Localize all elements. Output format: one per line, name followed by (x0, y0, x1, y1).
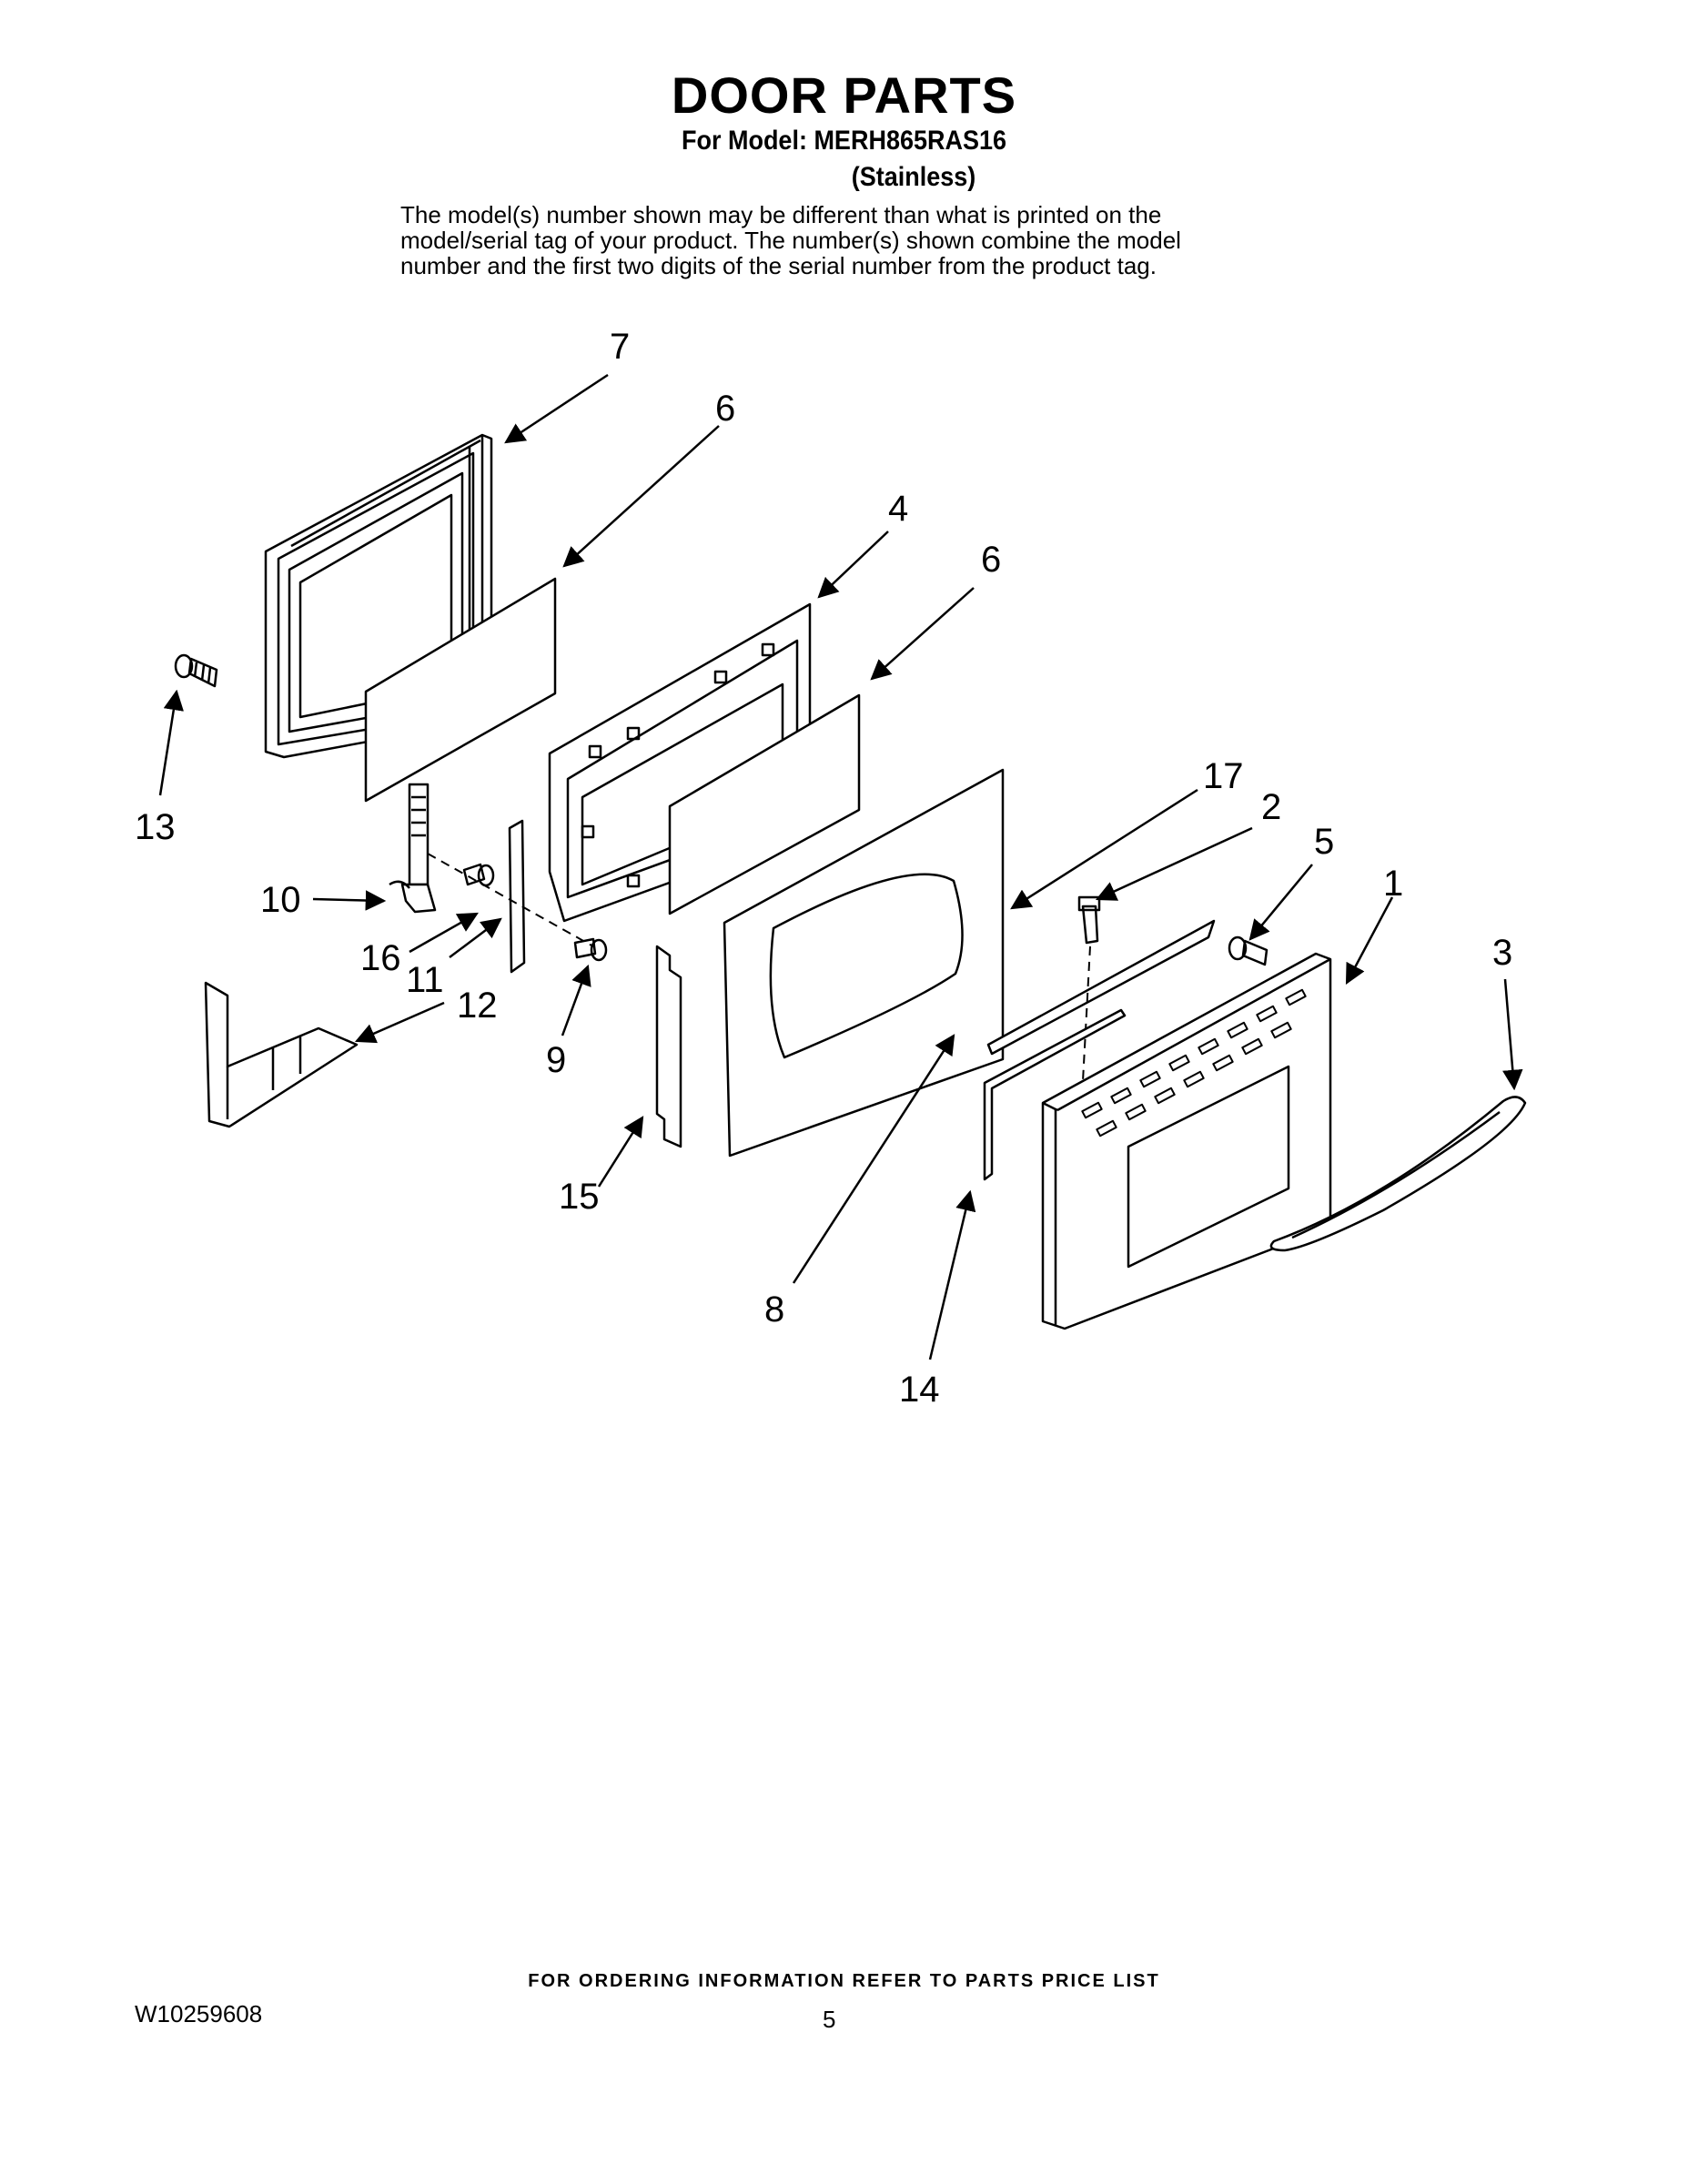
part-12-bottom-trim (204, 981, 359, 1128)
part-17-vent-strip (986, 919, 1216, 1056)
callout-4: 4 (888, 489, 908, 529)
callout-8: 8 (764, 1289, 784, 1330)
callout-1: 1 (1383, 864, 1403, 904)
ordering-note: FOR ORDERING INFORMATION REFER TO PARTS … (528, 1971, 1160, 1991)
callout-15: 15 (559, 1177, 600, 1217)
callout-9: 9 (546, 1040, 566, 1080)
callout-14: 14 (899, 1370, 940, 1410)
callout-13: 13 (135, 807, 176, 847)
callout-2: 2 (1261, 787, 1281, 827)
part-3-handle (1269, 1096, 1527, 1252)
callout-7: 7 (610, 327, 630, 367)
callout-10: 10 (260, 880, 301, 920)
callout-16: 16 (360, 938, 401, 978)
part-11-screw (462, 863, 495, 887)
part-14-gasket (983, 1008, 1127, 1181)
page-number: 5 (823, 2006, 836, 2033)
leader-lines (158, 373, 1523, 1360)
part-1-outer-door (1041, 952, 1332, 1330)
callout-12: 12 (457, 986, 498, 1026)
part-6-upper-glass (364, 577, 557, 803)
model-color: (Stainless) (851, 162, 976, 192)
model-notice: The model(s) number shown may be differe… (400, 202, 1310, 278)
callout-3: 3 (1492, 933, 1512, 973)
callout-17: 17 (1203, 756, 1244, 796)
notice-line-3: number and the first two digits of the s… (400, 252, 1157, 279)
part-2-screw (1077, 895, 1101, 945)
notice-line-1: The model(s) number shown may be differe… (400, 201, 1162, 228)
part-6-lower-glass (668, 693, 861, 915)
callout-11: 11 (406, 960, 444, 1000)
model-number: For Model: MERH865RAS16 (681, 126, 1007, 156)
callout-6-lower: 6 (981, 540, 1001, 580)
part-8-window-glass (723, 768, 1005, 1158)
part-15-side-bracket (655, 945, 682, 1148)
notice-line-2: model/serial tag of your product. The nu… (400, 227, 1181, 254)
part-13-screw (174, 653, 218, 688)
part-10-hinge (389, 783, 437, 914)
part-5-screw (1228, 935, 1269, 966)
document-number: W10259608 (135, 2000, 263, 2027)
callout-5: 5 (1314, 822, 1334, 862)
part-16-spacer-strip (508, 819, 526, 974)
callout-6-upper: 6 (715, 389, 735, 429)
part-9-screw (573, 937, 608, 962)
page-title: DOOR PARTS (671, 66, 1017, 124)
